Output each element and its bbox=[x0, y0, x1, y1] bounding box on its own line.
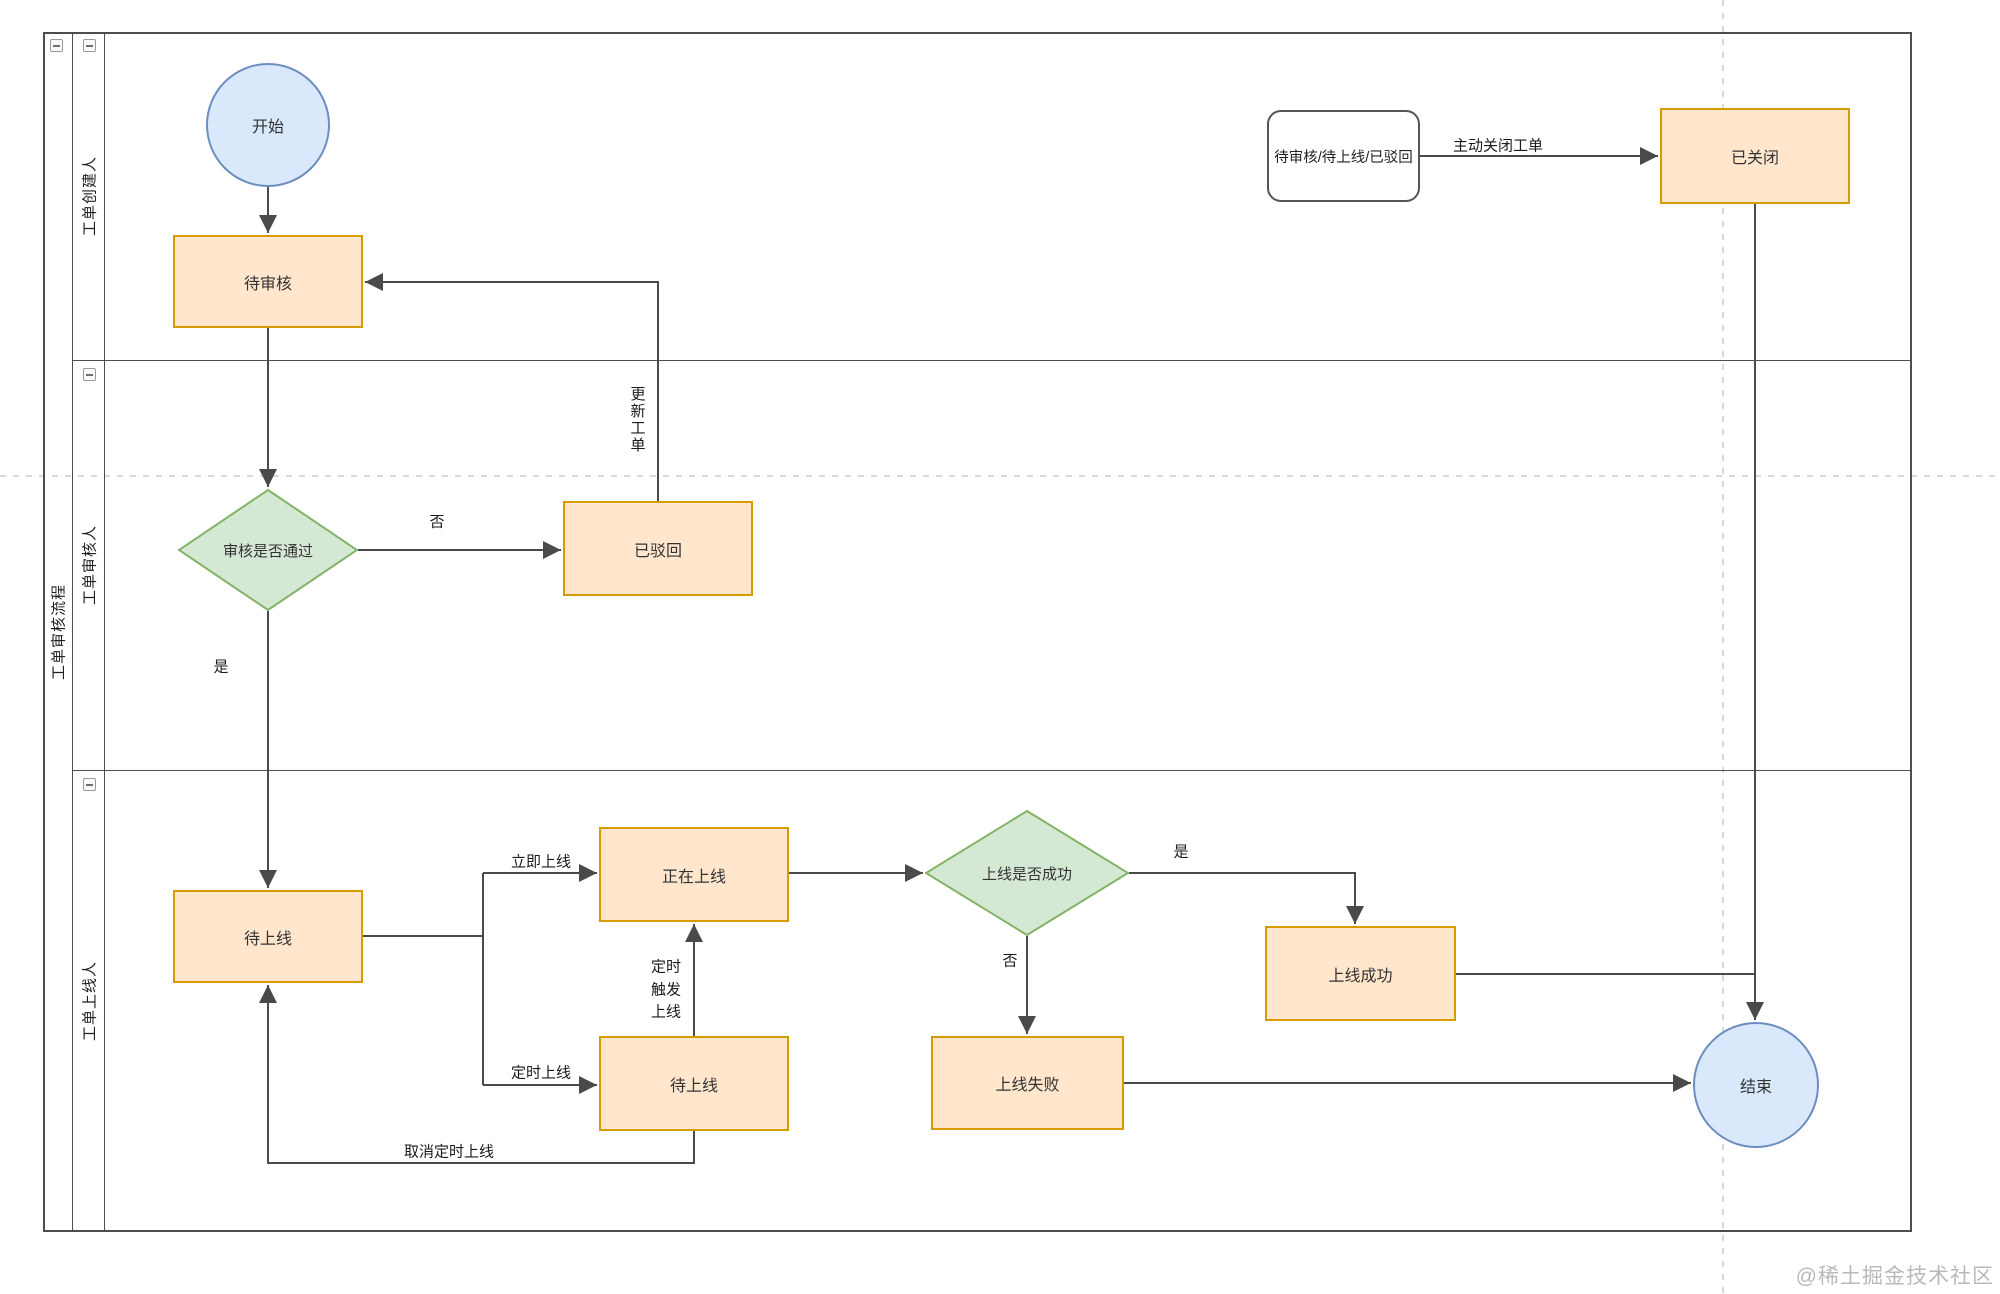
end-event-node[interactable]: 结束 bbox=[1693, 1022, 1819, 1148]
scheduled-online-node[interactable]: 待上线 bbox=[599, 1036, 789, 1131]
watermark: @稀土掘金技术社区 bbox=[1795, 1265, 1994, 1288]
lane-divider-2 bbox=[73, 770, 1912, 771]
edge-label-scheduled: 定时上线 bbox=[510, 1064, 572, 1082]
review-decision-label: 审核是否通过 bbox=[222, 542, 313, 560]
edge-label-update-ticket: 更新工单 bbox=[628, 386, 646, 454]
pool-title-column[interactable] bbox=[43, 32, 73, 1232]
edge-label-immediate: 立即上线 bbox=[510, 853, 572, 871]
review-decision-node[interactable]: 审核是否通过 bbox=[178, 489, 358, 611]
edge-label-close-ticket: 主动关闭工单 bbox=[1452, 137, 1544, 155]
edge-label-review-no: 否 bbox=[429, 513, 445, 531]
online-decision-label: 上线是否成功 bbox=[981, 865, 1072, 883]
pending-online-node[interactable]: 待上线 bbox=[173, 890, 363, 983]
scheduled-online-label: 待上线 bbox=[669, 1077, 718, 1095]
pending-review-node[interactable]: 待审核 bbox=[173, 235, 363, 328]
online-fail-node[interactable]: 上线失败 bbox=[931, 1036, 1124, 1130]
lane3-collapse-icon[interactable] bbox=[83, 778, 96, 791]
online-success-label: 上线成功 bbox=[1328, 967, 1393, 985]
rejected-node[interactable]: 已驳回 bbox=[563, 501, 753, 596]
multi-state-node[interactable]: 待审核/待上线/已驳回 bbox=[1267, 110, 1420, 202]
lane-divider-1 bbox=[73, 360, 1912, 361]
online-fail-label: 上线失败 bbox=[995, 1077, 1060, 1094]
deploying-node[interactable]: 正在上线 bbox=[599, 827, 789, 922]
rejected-label: 已驳回 bbox=[633, 542, 682, 560]
online-decision-node[interactable]: 上线是否成功 bbox=[925, 810, 1129, 936]
start-event-label: 开始 bbox=[251, 119, 284, 136]
edge-label-online-yes: 是 bbox=[1173, 843, 1189, 861]
closed-label: 已关闭 bbox=[1730, 150, 1779, 167]
lane2-collapse-icon[interactable] bbox=[83, 368, 96, 381]
edge-label-online-no: 否 bbox=[1002, 952, 1018, 970]
diamond-shape bbox=[178, 489, 358, 611]
edge-label-cancel-scheduled: 取消定时上线 bbox=[403, 1143, 495, 1161]
pending-online-label: 待上线 bbox=[243, 930, 292, 948]
pool-border[interactable] bbox=[43, 32, 1912, 1232]
end-event-label: 结束 bbox=[1739, 1079, 1772, 1096]
edge-online-yes-to-success bbox=[1129, 872, 1364, 924]
multi-state-label: 待审核/待上线/已驳回 bbox=[1274, 149, 1413, 166]
lane1-collapse-icon[interactable] bbox=[83, 39, 96, 52]
lane-label-column bbox=[73, 32, 105, 1232]
pool-collapse-icon[interactable] bbox=[50, 39, 63, 52]
edge-cancel-scheduled-loop bbox=[259, 985, 695, 1164]
edge-label-review-yes: 是 bbox=[213, 658, 229, 676]
edge-rejected-update-to-pending-review bbox=[365, 273, 659, 501]
start-event-node[interactable]: 开始 bbox=[206, 63, 330, 187]
edge-label-timer-trigger: 定时触发上线 bbox=[650, 958, 681, 1021]
diamond-shape bbox=[925, 810, 1129, 936]
closed-node[interactable]: 已关闭 bbox=[1660, 108, 1850, 204]
deploying-label: 正在上线 bbox=[661, 868, 726, 886]
pending-review-label: 待审核 bbox=[243, 275, 292, 293]
online-success-node[interactable]: 上线成功 bbox=[1265, 926, 1456, 1021]
